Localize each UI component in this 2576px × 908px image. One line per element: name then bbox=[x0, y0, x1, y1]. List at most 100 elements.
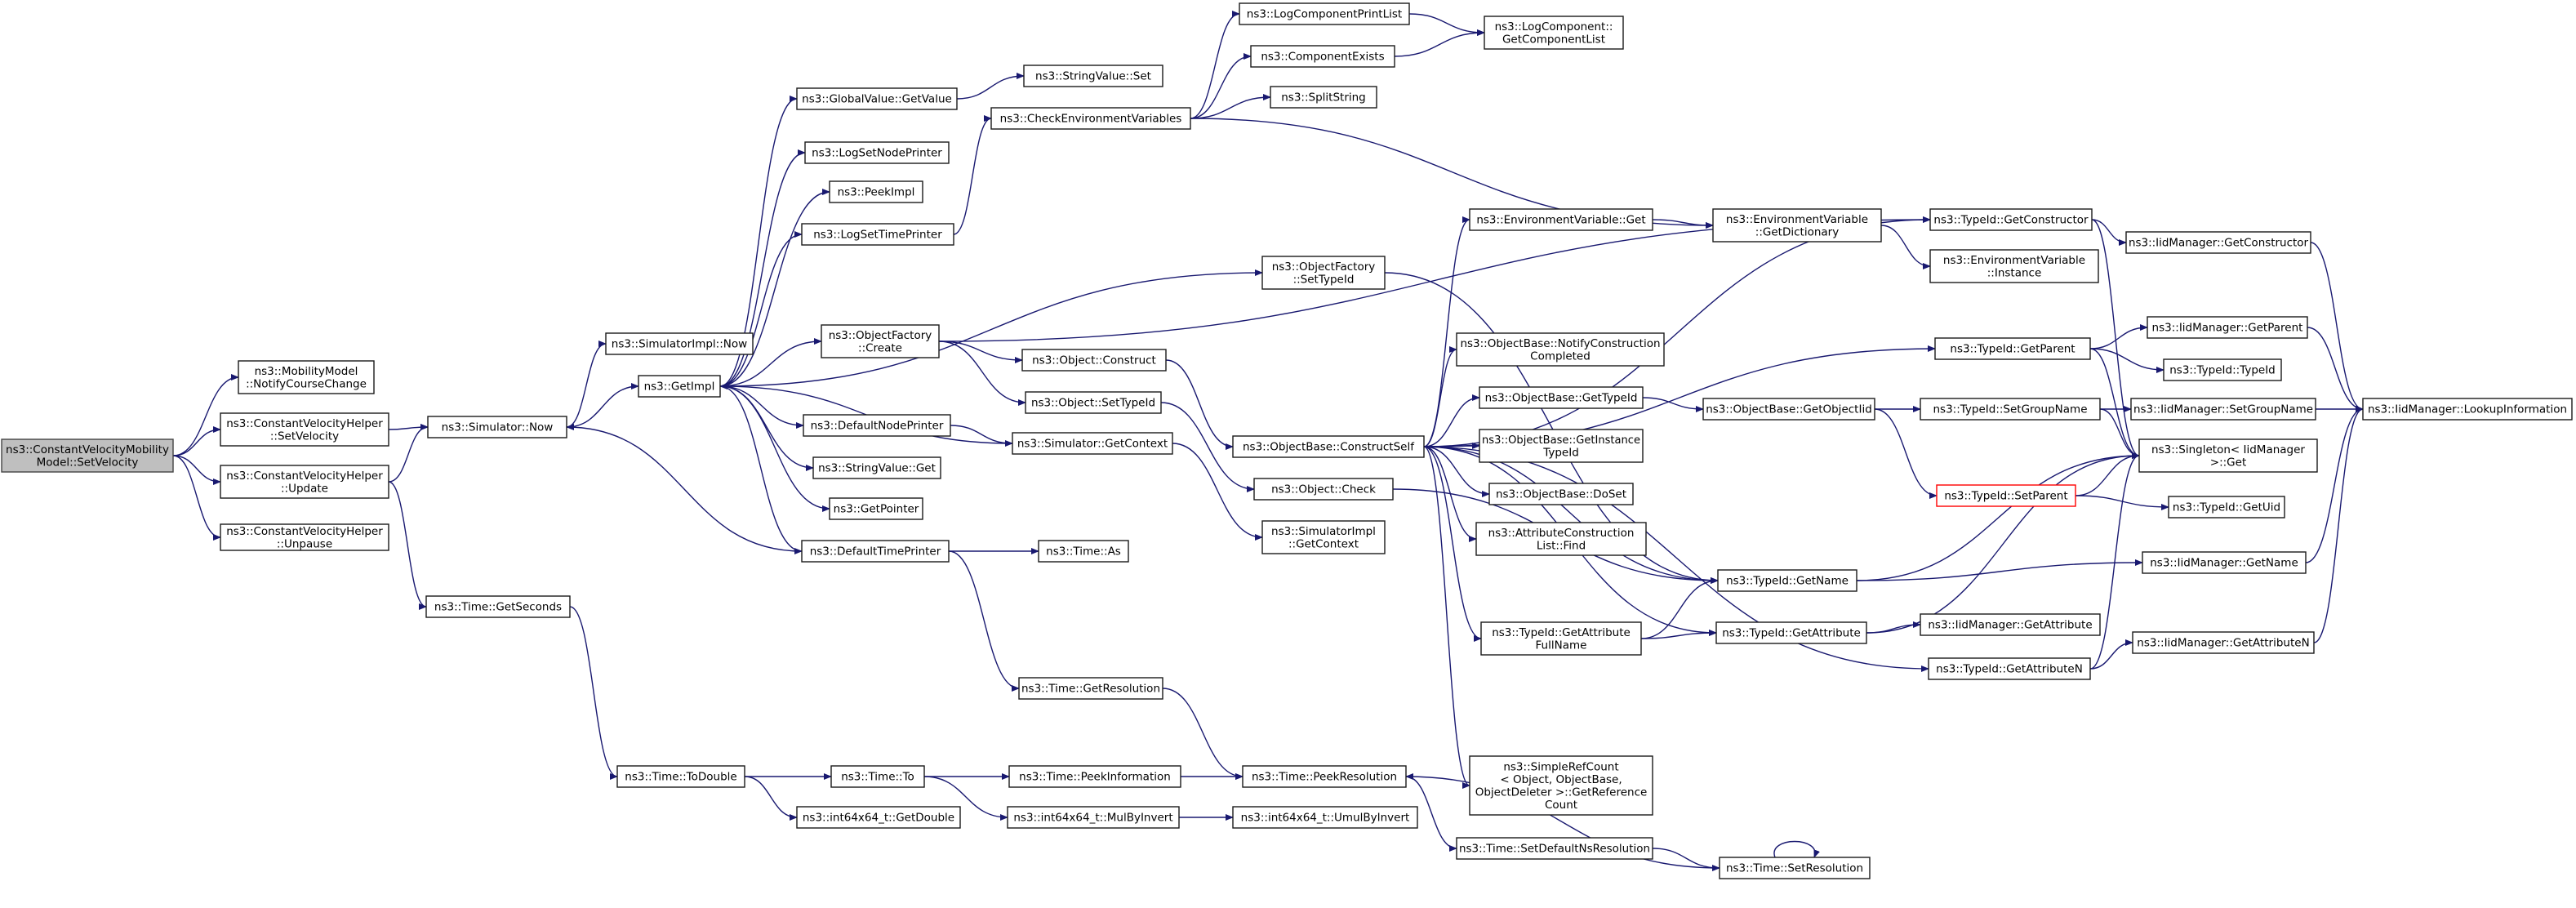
node-ev-inst[interactable]: ns3::EnvironmentVariable::Instance bbox=[1929, 249, 2099, 283]
node-label-line: ns3::TypeId::SetGroupName bbox=[1933, 403, 2087, 416]
node-obj-check[interactable]: ns3::Object::Check bbox=[1253, 478, 1394, 501]
node-tid-getctor[interactable]: ns3::TypeId::GetConstructor bbox=[1929, 208, 2093, 231]
node-lcpl[interactable]: ns3::LogComponentPrintList bbox=[1239, 2, 1410, 25]
node-label-line: ::Update bbox=[281, 482, 328, 495]
node-box bbox=[1023, 65, 1163, 87]
node-tid-setgn[interactable]: ns3::TypeId::SetGroupName bbox=[1920, 398, 2101, 421]
edge-ob_gettid-to-ob_getoid bbox=[1642, 397, 1704, 412]
node-box bbox=[829, 497, 923, 520]
node-of-settid[interactable]: ns3::ObjectFactory::SetTypeId bbox=[1261, 256, 1386, 290]
node-cvh-setv[interactable]: ns3::ConstantVelocityHelper::SetVelocity bbox=[220, 412, 389, 447]
edge-obj_settid-to-obj_check bbox=[1160, 402, 1255, 492]
node-time-setdef[interactable]: ns3::Time::SetDefaultNsResolution bbox=[1456, 837, 1653, 860]
node-box bbox=[1929, 208, 2093, 231]
node-ev-get[interactable]: ns3::EnvironmentVariable::Get bbox=[1469, 208, 1653, 231]
node-singleton[interactable]: ns3::Singleton< IidManager>::Get bbox=[2138, 438, 2318, 473]
node-label-line: ns3::Time::ToDouble bbox=[625, 771, 736, 784]
node-getptr[interactable]: ns3::GetPointer bbox=[829, 497, 923, 520]
node-tid-tid[interactable]: ns3::TypeId::TypeId bbox=[2163, 358, 2282, 381]
node-obj-construct[interactable]: ns3::Object::Construct bbox=[1021, 349, 1167, 372]
node-tid-getattr[interactable]: ns3::TypeId::GetAttribute bbox=[1715, 621, 1867, 644]
node-iid-setgn[interactable]: ns3::IidManager::SetGroupName bbox=[2130, 398, 2316, 421]
node-getimpl[interactable]: ns3::GetImpl bbox=[638, 375, 721, 398]
node-box bbox=[1232, 806, 1418, 829]
node-time-setres[interactable]: ns3::Time::SetResolution bbox=[1719, 857, 1871, 879]
node-dnp[interactable]: ns3::DefaultNodePrinter bbox=[803, 414, 951, 437]
node-tid-getname[interactable]: ns3::TypeId::GetName bbox=[1717, 569, 1857, 592]
node-iid-getattrn[interactable]: ns3::IidManager::GetAttributeN bbox=[2132, 631, 2315, 654]
node-iid-getparent[interactable]: ns3::IidManager::GetParent bbox=[2147, 316, 2308, 339]
node-peekimpl[interactable]: ns3::PeekImpl bbox=[829, 180, 923, 203]
node-iid-getctor[interactable]: ns3::IidManager::GetConstructor bbox=[2125, 231, 2311, 254]
node-ev-getdict[interactable]: ns3::EnvironmentVariable::GetDictionary bbox=[1712, 208, 1882, 243]
node-sim-getctx[interactable]: ns3::Simulator::GetContext bbox=[1012, 432, 1173, 455]
node-simimpl-now[interactable]: ns3::SimulatorImpl::Now bbox=[605, 332, 754, 355]
node-simimpl-getctx[interactable]: ns3::SimulatorImpl::GetContext bbox=[1261, 520, 1386, 554]
node-sv-set[interactable]: ns3::StringValue::Set bbox=[1023, 65, 1163, 87]
edge-time_gets-to-time_todbl bbox=[569, 606, 618, 780]
node-obj-settid[interactable]: ns3::Object::SetTypeId bbox=[1025, 391, 1162, 414]
node-sv-get[interactable]: ns3::StringValue::Get bbox=[812, 456, 941, 479]
node-time-peekinfo[interactable]: ns3::Time::PeekInformation bbox=[1008, 765, 1181, 788]
node-label-line: ns3::Time::As bbox=[1046, 545, 1121, 559]
node-box bbox=[2125, 231, 2311, 254]
node-i64-getd[interactable]: ns3::int64x64_t::GetDouble bbox=[796, 806, 961, 829]
edge-time_todbl-to-i64_getd bbox=[744, 776, 798, 821]
node-tid-getattrn[interactable]: ns3::TypeId::GetAttributeN bbox=[1928, 657, 2091, 680]
node-ob-cself[interactable]: ns3::ObjectBase::ConstructSelf bbox=[1232, 435, 1425, 458]
node-ob-getoid[interactable]: ns3::ObjectBase::GetObjectIid bbox=[1702, 398, 1875, 421]
node-iid-getname[interactable]: ns3::IidManager::GetName bbox=[2142, 551, 2307, 574]
edge-cvh_upd-to-sim_now bbox=[388, 424, 429, 483]
node-time-todbl[interactable]: ns3::Time::ToDouble bbox=[616, 765, 745, 788]
node-tid-getuid[interactable]: ns3::TypeId::GetUid bbox=[2168, 496, 2285, 519]
node-lc-getcl[interactable]: ns3::LogComponent::GetComponentList bbox=[1484, 16, 1624, 50]
node-label-line: ns3::ObjectBase::NotifyConstruction bbox=[1460, 337, 1660, 350]
edge-obj_construct-to-ob_cself bbox=[1165, 359, 1234, 450]
node-i64-umul[interactable]: ns3::int64x64_t::UmulByInvert bbox=[1232, 806, 1418, 829]
edge-getimpl-to-sv_get bbox=[719, 385, 814, 471]
node-label-line: ns3::IidManager::GetAttribute bbox=[1928, 619, 2092, 632]
node-box bbox=[1475, 522, 1647, 556]
node-lsnp[interactable]: ns3::LogSetNodePrinter bbox=[804, 141, 950, 164]
edge-iid_getparent-to-iid_lookup bbox=[2307, 327, 2364, 412]
node-src[interactable]: ns3::SimpleRefCount< Object, ObjectBase,… bbox=[1469, 755, 1653, 816]
edge-getimpl-to-gv_getv bbox=[719, 96, 798, 387]
node-sim-now[interactable]: ns3::Simulator::Now bbox=[427, 416, 567, 438]
node-cvh-unp[interactable]: ns3::ConstantVelocityHelper::Unpause bbox=[220, 523, 389, 551]
node-label-line: ns3::ConstantVelocityMobility bbox=[6, 443, 169, 456]
node-box bbox=[1250, 45, 1395, 68]
node-gv-getv[interactable]: ns3::GlobalValue::GetValue bbox=[796, 87, 958, 110]
node-iid-getattr[interactable]: ns3::IidManager::GetAttribute bbox=[1920, 613, 2101, 636]
node-of-create[interactable]: ns3::ObjectFactory::Create bbox=[821, 324, 940, 358]
node-box bbox=[2138, 438, 2318, 473]
node-lstp[interactable]: ns3::LogSetTimePrinter bbox=[801, 223, 954, 246]
node-i64-mulbyinv[interactable]: ns3::int64x64_t::MulByInvert bbox=[1007, 806, 1180, 829]
node-cvh-upd[interactable]: ns3::ConstantVelocityHelper::Update bbox=[220, 465, 389, 499]
node-ob-gettid[interactable]: ns3::ObjectBase::GetTypeId bbox=[1479, 386, 1644, 409]
node-time-peekres[interactable]: ns3::Time::PeekResolution bbox=[1242, 765, 1407, 788]
node-tid-setparent[interactable]: ns3::TypeId::SetParent bbox=[1936, 484, 2076, 507]
node-label-line: ns3::Simulator::Now bbox=[442, 421, 554, 434]
node-ob-doset[interactable]: ns3::ObjectBase::DoSet bbox=[1488, 483, 1634, 505]
node-dtp[interactable]: ns3::DefaultTimePrinter bbox=[801, 540, 950, 563]
node-nccc[interactable]: ns3::MobilityModel::NotifyCourseChange bbox=[238, 360, 375, 394]
node-label-line: ns3::GetPointer bbox=[834, 503, 919, 516]
node-time-gets[interactable]: ns3::Time::GetSeconds bbox=[425, 595, 571, 618]
node-time-to[interactable]: ns3::Time::To bbox=[830, 765, 925, 788]
node-time-as[interactable]: ns3::Time::As bbox=[1038, 540, 1129, 563]
node-box bbox=[796, 806, 961, 829]
node-cev[interactable]: ns3::CheckEnvironmentVariables bbox=[990, 107, 1191, 130]
node-box bbox=[804, 141, 950, 164]
node-comp-exists[interactable]: ns3::ComponentExists bbox=[1250, 45, 1395, 68]
node-time-getres[interactable]: ns3::Time::GetResolution bbox=[1018, 677, 1163, 700]
node-iid-lookup[interactable]: ns3::IidManager::LookupInformation bbox=[2362, 398, 2573, 421]
node-ob-ncc[interactable]: ns3::ObjectBase::NotifyConstructionCompl… bbox=[1456, 332, 1665, 367]
node-root[interactable]: ns3::ConstantVelocityMobilityModel::SetV… bbox=[1, 438, 174, 473]
node-box bbox=[2362, 398, 2573, 421]
node-splitstr[interactable]: ns3::SplitString bbox=[1270, 86, 1377, 109]
node-tid-getparent[interactable]: ns3::TypeId::GetParent bbox=[1934, 337, 2091, 360]
node-box bbox=[1038, 540, 1129, 563]
